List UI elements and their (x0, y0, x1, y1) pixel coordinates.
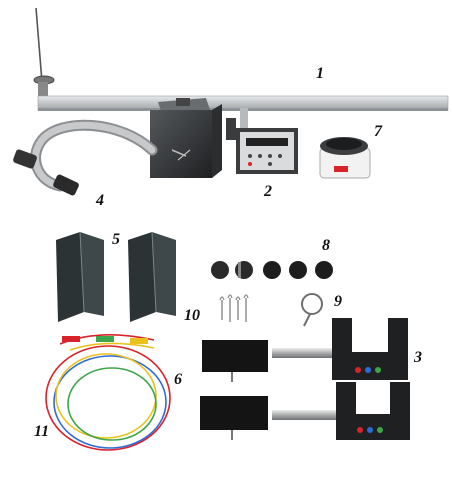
weight-set (211, 261, 333, 279)
label-1: 1 (316, 65, 324, 82)
label-3: 3 (414, 349, 422, 366)
photogate-lower (200, 382, 410, 440)
label-6: 6 (174, 371, 182, 388)
air-hose (13, 119, 158, 196)
label-4: 4 (96, 192, 104, 209)
air-blower (150, 98, 222, 178)
sail-plates (56, 231, 176, 322)
air-track-rail (33, 7, 449, 140)
label-10: 10 (184, 307, 200, 324)
digital-timer (236, 128, 298, 174)
label-8: 8 (322, 237, 330, 254)
hook-pins (219, 294, 249, 322)
label-9: 9 (334, 293, 342, 310)
connecting-cables (45, 334, 171, 451)
label-5: 5 (112, 231, 120, 248)
label-7: 7 (374, 123, 382, 140)
launcher-unit (319, 137, 371, 179)
spring-ring (301, 293, 323, 327)
label-2: 2 (264, 183, 272, 200)
photogate-upper (202, 318, 408, 382)
label-11: 11 (34, 423, 50, 440)
